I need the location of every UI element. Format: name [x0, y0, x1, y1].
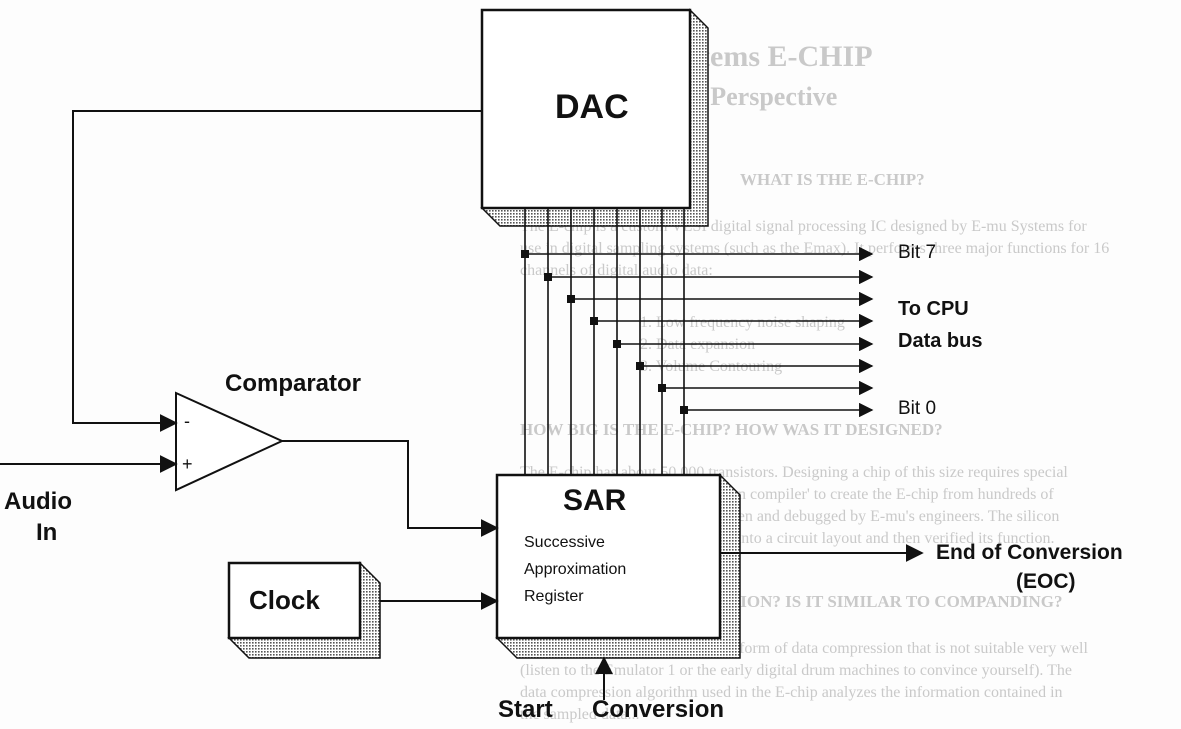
dac-block — [480, 8, 709, 227]
comparator-minus-label: - — [184, 411, 190, 431]
bg-para3-line2: (listen to the Emulator 1 or the early d… — [520, 662, 1072, 679]
sar-label: SAR — [563, 484, 627, 517]
sar-desc-line1: Successive — [524, 534, 605, 551]
bit-bus-lines — [524, 208, 685, 475]
start-label: Start — [498, 696, 553, 723]
sar-desc-line3: Register — [524, 588, 584, 605]
bit7-label: Bit 7 — [898, 242, 937, 263]
bus-junction-dots — [521, 250, 688, 414]
sar-desc-line2: Approximation — [524, 561, 627, 578]
bg-para1-line2: use in digital sampling systems (such as… — [520, 240, 1110, 257]
comparator-label: Comparator — [225, 370, 362, 397]
audio-in-label-line2: In — [36, 519, 58, 546]
dac-label: DAC — [555, 88, 629, 126]
eoc-label-line2: (EOC) — [1016, 570, 1076, 593]
sar-block — [495, 473, 741, 659]
clock-block — [227, 561, 381, 659]
bg-para3-line3: data compression algorithm used in the E… — [520, 684, 1063, 701]
comparator-plus-label: + — [182, 454, 193, 474]
data-bus-taps — [525, 246, 874, 418]
clock-label: Clock — [249, 585, 320, 615]
conversion-label: Conversion — [592, 696, 725, 723]
comparator-symbol — [175, 391, 285, 492]
bg-list-1: 1. Low frequency noise shaping — [640, 314, 845, 331]
data-bus-label: Data bus — [898, 330, 983, 352]
bit0-label: Bit 0 — [898, 398, 937, 419]
bg-heading-2: HOW BIG IS THE E-CHIP? HOW WAS IT DESIGN… — [520, 420, 943, 439]
comparator-output-line — [282, 440, 499, 537]
to-cpu-label: To CPU — [898, 298, 969, 320]
bg-para3-line4: the sampled data... — [520, 706, 640, 723]
dac-feedback-line — [72, 110, 482, 432]
bg-heading-1: WHAT IS THE E-CHIP? — [740, 170, 925, 189]
audio-in-label-line1: Audio — [4, 488, 72, 515]
eoc-label-line1: End of Conversion — [936, 541, 1123, 564]
